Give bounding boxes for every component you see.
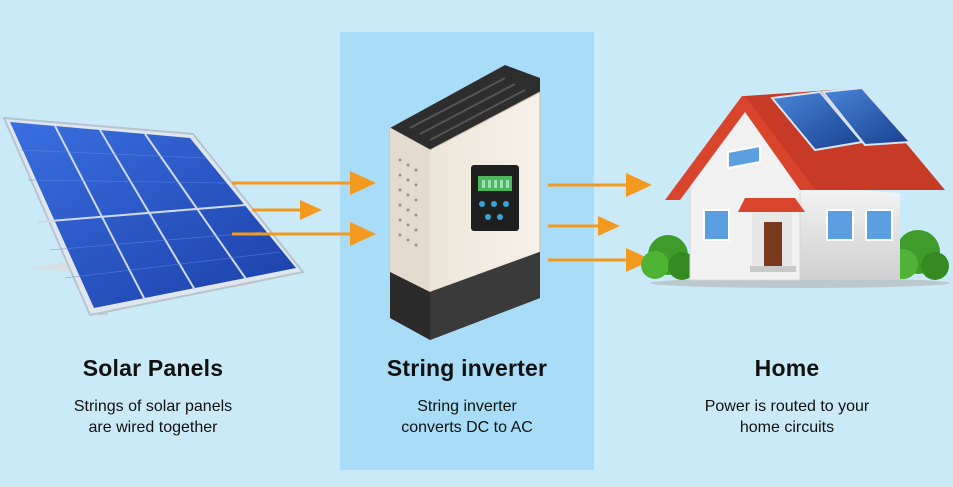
string-inverter-description-line: converts DC to AC xyxy=(401,419,533,436)
string-inverter-caption: String inverter String inverter converts… xyxy=(327,355,607,438)
solar-panels-description: Strings of solar panels are wired togeth… xyxy=(13,396,293,438)
arrows-to-inverter xyxy=(232,171,376,246)
inverter-display xyxy=(471,165,519,231)
solar-panel-cells xyxy=(10,122,296,308)
string-inverter-description-line: String inverter xyxy=(417,398,517,415)
solar-panels-description-line: Strings of solar panels xyxy=(73,398,233,415)
roof-solar-panel xyxy=(821,86,913,147)
arrows-to-home xyxy=(548,173,652,272)
arrow-icon xyxy=(548,248,652,272)
arrow-icon xyxy=(252,200,322,220)
tree-icon xyxy=(641,235,696,280)
home-description-line: Power is routed to your xyxy=(704,398,870,415)
solar-panels-title: Solar Panels xyxy=(82,355,224,381)
string-inverter-description: String inverter converts DC to AC xyxy=(327,396,607,438)
arrow-icon xyxy=(548,173,652,197)
solar-panel-icon xyxy=(2,116,305,317)
house-icon xyxy=(641,86,950,288)
arrow-icon xyxy=(548,216,620,236)
home-title: Home xyxy=(754,355,820,381)
solar-panels-caption: Solar Panels Strings of solar panels are… xyxy=(13,355,293,438)
house-door xyxy=(764,222,782,266)
solar-panel-grid xyxy=(37,125,247,301)
inverter-top xyxy=(390,65,540,150)
arrow-icon xyxy=(232,222,376,246)
solar-panels-description-line: are wired together xyxy=(88,419,218,436)
string-inverter-title: String inverter xyxy=(386,355,548,381)
home-caption: Home Power is routed to your home circui… xyxy=(647,355,927,438)
inverter-icon xyxy=(389,65,541,340)
home-description-line: home circuits xyxy=(739,419,835,436)
home-description: Power is routed to your home circuits xyxy=(647,396,927,438)
arrow-icon xyxy=(232,171,376,195)
